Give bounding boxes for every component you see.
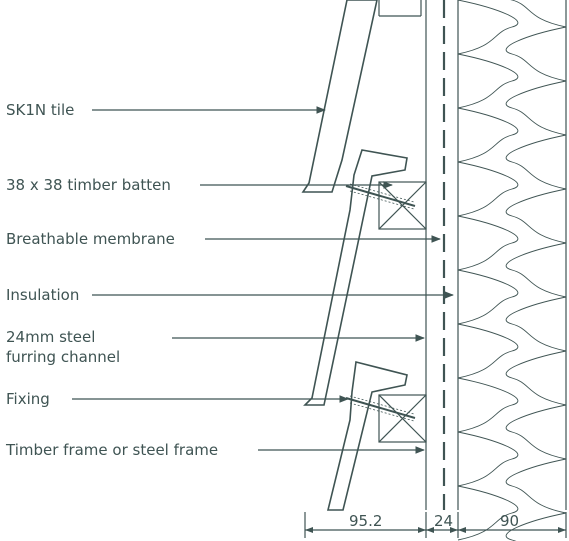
dimension-insulation-zone: 90 xyxy=(500,512,519,530)
label-membrane: Breathable membrane xyxy=(6,230,175,248)
label-batten: 38 x 38 timber batten xyxy=(6,176,171,194)
dimension-tile-zone: 95.2 xyxy=(349,512,382,530)
timber-batten-lower xyxy=(378,394,427,443)
label-frame: Timber frame or steel frame xyxy=(5,441,218,459)
leader-lines xyxy=(72,106,454,454)
fixing-lower xyxy=(345,395,416,422)
tile-bottom xyxy=(326,361,408,511)
label-channel-line2: furring channel xyxy=(6,348,120,366)
label-tile: SK1N tile xyxy=(6,101,74,119)
label-fixing: Fixing xyxy=(6,390,50,408)
tile-middle xyxy=(303,149,408,406)
fixing-upper xyxy=(345,183,416,210)
tile-top xyxy=(301,0,378,193)
labels: SK1N tile 38 x 38 timber batten Breathab… xyxy=(5,101,218,459)
furring-channel xyxy=(378,0,427,510)
label-insulation: Insulation xyxy=(6,286,79,304)
label-channel-line1: 24mm steel xyxy=(6,328,95,346)
timber-batten-upper xyxy=(378,181,427,230)
insulation-layer xyxy=(457,0,567,541)
dimension-channel-zone: 24 xyxy=(434,512,453,530)
dimension-line: 95.2 24 90 xyxy=(304,512,567,538)
insulation-quilt-pattern xyxy=(457,0,567,541)
